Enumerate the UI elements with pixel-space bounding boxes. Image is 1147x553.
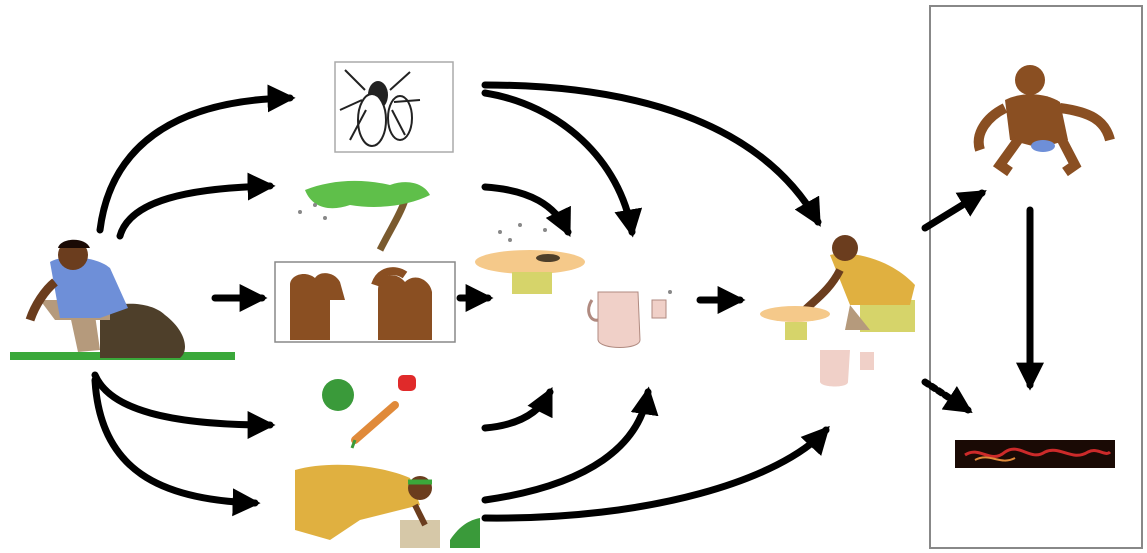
person-defecating-icon (10, 240, 235, 360)
arrow-person-to-wind (120, 186, 270, 236)
fruit-vegetables-icon (322, 375, 416, 448)
worms-icon (955, 440, 1115, 468)
arrow-wind-to-food (485, 187, 568, 232)
wind-blown-tree-icon (298, 181, 430, 250)
arrow-person-to-produce (95, 375, 270, 425)
fly-icon (335, 62, 453, 152)
arrow-farmer-to-eater (485, 430, 826, 518)
arrow-person-to-flies (100, 98, 290, 230)
arrow-flies-to-water (485, 93, 632, 232)
arrow-eater-to-worms-dotted (925, 382, 968, 410)
water-jug-icon (589, 290, 672, 348)
dirty-hands-icon (275, 262, 455, 342)
farmer-bending-icon (295, 465, 480, 548)
person-eating-icon (760, 235, 915, 387)
arrow-eater-to-infected (925, 193, 982, 228)
arrow-produce-to-food (485, 392, 550, 428)
infected-person-icon (979, 65, 1110, 172)
arrow-farmer-to-water (485, 392, 648, 500)
